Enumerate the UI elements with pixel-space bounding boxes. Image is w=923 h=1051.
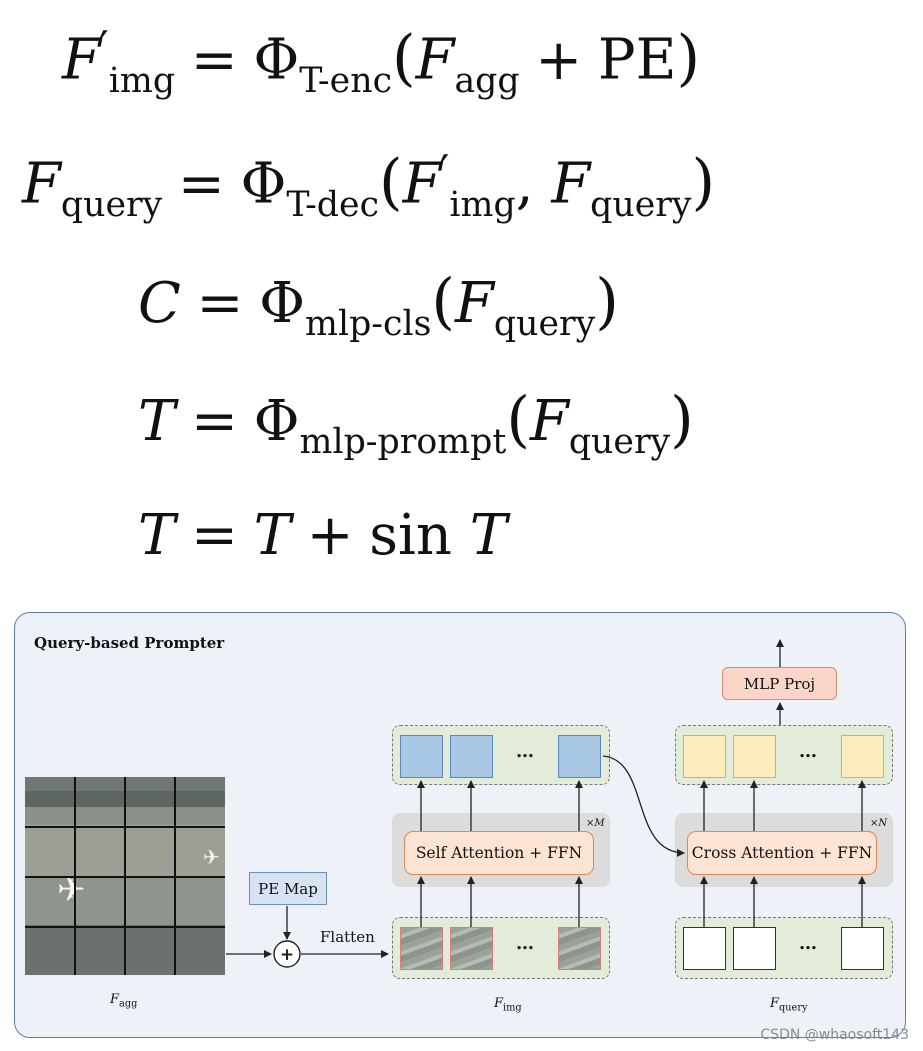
grid-line [25,926,225,928]
image-patch-token [558,927,601,970]
label-f-img: Fimg [494,996,522,1014]
ellipsis: … [516,933,535,954]
repeat-n: ×N [870,818,888,829]
self-attention-box: Self Attention + FFN [404,831,594,875]
query-output-token [733,735,776,778]
ellipsis: … [799,933,818,954]
arrow-encoder-to-decoder [602,755,685,857]
grid-line [25,876,225,878]
image-patch-token [450,927,493,970]
airplane-icon: ✈ [57,870,86,910]
equation-sine: T=T+sin T [138,503,508,568]
watermark: CSDN @whaosoft143 [760,1027,909,1043]
flatten-label: Flatten [320,928,375,946]
encoded-token [400,735,443,778]
equation-prompt: T=Φmlp-prompt(Fquery) [138,385,694,463]
query-token [733,927,776,970]
ellipsis: … [516,741,535,762]
equation-img-encoder: F′img=ΦT-enc(Fagg+PE) [62,21,701,101]
grid-line [25,826,225,828]
query-token [841,927,884,970]
panel-title: Query-based Prompter [34,634,225,652]
equation-class: C=Φmlp-cls(Fquery) [138,267,619,345]
encoded-token [558,735,601,778]
label-f-query: Fquery [770,996,808,1014]
query-output-token [841,735,884,778]
airplane-icon: ✈ [203,845,220,869]
aggregated-feature-image: ✈ ✈ [25,777,225,975]
image-patch-token [400,927,443,970]
cross-attention-box: Cross Attention + FFN [687,831,877,875]
pe-map-box: PE Map [249,872,327,905]
add-symbol: + [280,945,294,965]
repeat-m: ×M [586,818,605,829]
label-f-agg: Fagg [110,992,138,1010]
query-token [683,927,726,970]
mlp-proj-box: MLP Proj [722,667,837,700]
query-output-token [683,735,726,778]
ellipsis: … [799,741,818,762]
encoded-token [450,735,493,778]
equation-query-decoder: Fquery=ΦT-dec(F′img, Fquery) [22,145,716,225]
add-circle [273,940,301,968]
